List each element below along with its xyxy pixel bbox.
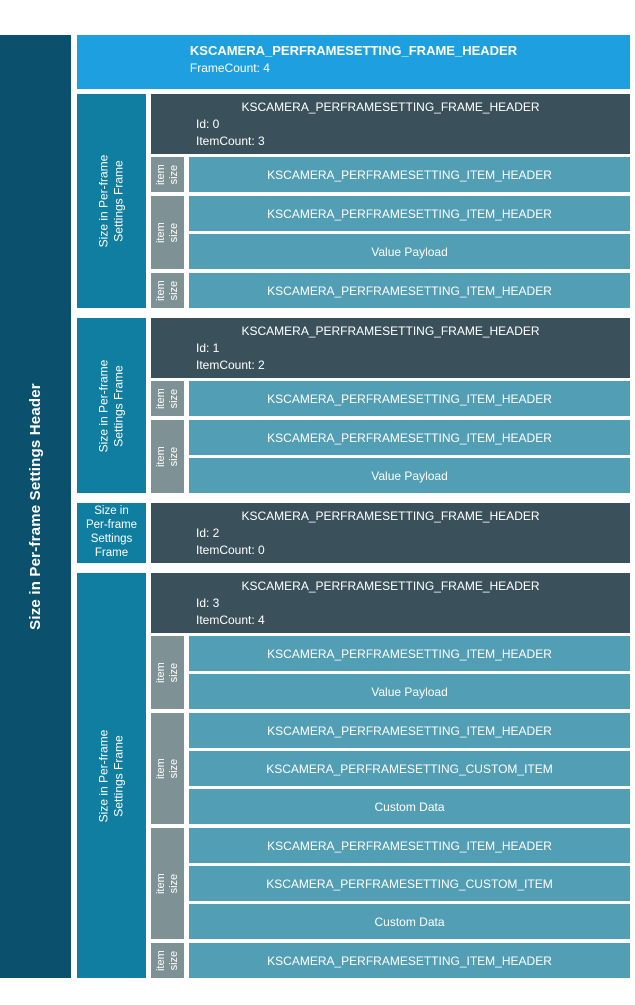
frame-content-1: KSCAMERA_PERFRAMESETTING_FRAME_HEADER Id:…: [151, 318, 630, 493]
perframesetting-header-title: KSCAMERA_PERFRAMESETTING_FRAME_HEADER: [189, 43, 518, 58]
item-size-label: item size: [154, 164, 180, 185]
item-row: KSCAMERA_PERFRAMESETTING_ITEM_HEADER: [189, 196, 630, 231]
item-size-cell: item size: [151, 381, 184, 416]
frame-size-label: Size in Per-frame Settings Frame: [96, 729, 126, 822]
frame-header-detail: ItemCount: 3: [196, 133, 265, 148]
settings-header-size-label: Size in Per-frame Settings Header: [27, 383, 44, 630]
item-size-cell: item size: [151, 636, 184, 709]
frame-header-detail: Id: 3: [196, 595, 220, 610]
item-size-label: item size: [154, 873, 180, 894]
item-row: KSCAMERA_PERFRAMESETTING_ITEM_HEADER: [189, 828, 630, 863]
item-group-0-2: item size KSCAMERA_PERFRAMESETTING_ITEM_H…: [151, 273, 630, 308]
item-group-3-1: item size KSCAMERA_PERFRAMESETTING_ITEM_H…: [151, 713, 630, 824]
item-row: KSCAMERA_PERFRAMESETTING_CUSTOM_ITEM: [189, 866, 630, 901]
item-row: KSCAMERA_PERFRAMESETTING_ITEM_HEADER: [189, 636, 630, 671]
item-group-3-2: item size KSCAMERA_PERFRAMESETTING_ITEM_H…: [151, 828, 630, 939]
frame-header-block-0: KSCAMERA_PERFRAMESETTING_FRAME_HEADER Id:…: [151, 94, 630, 154]
frame-header-detail: ItemCount: 2: [196, 357, 265, 372]
item-size-cell: item size: [151, 943, 184, 978]
item-rows: KSCAMERA_PERFRAMESETTING_ITEM_HEADER: [189, 381, 630, 416]
item-row: KSCAMERA_PERFRAMESETTING_ITEM_HEADER: [189, 713, 630, 748]
item-size-cell: item size: [151, 828, 184, 939]
item-row: Value Payload: [189, 234, 630, 269]
frame-size-bar-3: Size in Per-frame Settings Frame: [77, 573, 146, 978]
frame-header-block-3: KSCAMERA_PERFRAMESETTING_FRAME_HEADER Id:…: [151, 573, 630, 633]
settings-header-size-bar: Size in Per-frame Settings Header: [0, 35, 71, 978]
item-row: Value Payload: [189, 458, 630, 493]
perframesetting-header-block: KSCAMERA_PERFRAMESETTING_FRAME_HEADER Fr…: [77, 35, 630, 89]
item-size-label: item size: [154, 446, 180, 467]
item-size-cell: item size: [151, 196, 184, 269]
item-group-3-0: item size KSCAMERA_PERFRAMESETTING_ITEM_H…: [151, 636, 630, 709]
frame-size-bar-0: Size in Per-frame Settings Frame: [77, 94, 146, 308]
item-row: KSCAMERA_PERFRAMESETTING_ITEM_HEADER: [189, 943, 630, 978]
diagram-main: KSCAMERA_PERFRAMESETTING_FRAME_HEADER Fr…: [77, 35, 630, 978]
item-row: KSCAMERA_PERFRAMESETTING_ITEM_HEADER: [189, 420, 630, 455]
item-size-label: item size: [154, 950, 180, 971]
item-group-3-3: item size KSCAMERA_PERFRAMESETTING_ITEM_H…: [151, 943, 630, 978]
frame-header-title: KSCAMERA_PERFRAMESETTING_FRAME_HEADER: [241, 100, 540, 114]
frame-size-label: Size in Per-frame Settings Frame: [96, 359, 126, 452]
frame-header-detail: ItemCount: 0: [196, 542, 265, 557]
item-size-label: item size: [154, 388, 180, 409]
item-row: KSCAMERA_PERFRAMESETTING_ITEM_HEADER: [189, 157, 630, 192]
item-size-label: item size: [154, 222, 180, 243]
item-row: KSCAMERA_PERFRAMESETTING_ITEM_HEADER: [189, 273, 630, 308]
item-size-label: item size: [154, 662, 180, 683]
frame-content-0: KSCAMERA_PERFRAMESETTING_FRAME_HEADER Id:…: [151, 94, 630, 308]
item-rows: KSCAMERA_PERFRAMESETTING_ITEM_HEADER: [189, 943, 630, 978]
item-group-0-0: item size KSCAMERA_PERFRAMESETTING_ITEM_H…: [151, 157, 630, 192]
item-group-1-1: item size KSCAMERA_PERFRAMESETTING_ITEM_H…: [151, 420, 630, 493]
frame-header-title: KSCAMERA_PERFRAMESETTING_FRAME_HEADER: [241, 509, 540, 523]
item-row: KSCAMERA_PERFRAMESETTING_CUSTOM_ITEM: [189, 751, 630, 786]
frame-header-detail: Id: 0: [196, 116, 220, 131]
frame-header-block-1: KSCAMERA_PERFRAMESETTING_FRAME_HEADER Id:…: [151, 318, 630, 378]
frame-header-detail: Id: 2: [196, 525, 220, 540]
frame-size-label: Size in Per-frame Settings Frame: [96, 154, 126, 248]
item-row: KSCAMERA_PERFRAMESETTING_ITEM_HEADER: [189, 381, 630, 416]
item-row: Custom Data: [189, 904, 630, 939]
perframesetting-header-framecount: FrameCount: 4: [189, 60, 270, 75]
item-group-1-0: item size KSCAMERA_PERFRAMESETTING_ITEM_H…: [151, 381, 630, 416]
frame-header-detail: ItemCount: 4: [196, 612, 265, 627]
frame-header-title: KSCAMERA_PERFRAMESETTING_FRAME_HEADER: [241, 579, 540, 593]
item-size-label: item size: [154, 758, 180, 779]
frame-header-detail: Id: 1: [196, 340, 220, 355]
diagram-layout: Size in Per-frame Settings Header KSCAME…: [0, 35, 630, 978]
frame-header-block-2: KSCAMERA_PERFRAMESETTING_FRAME_HEADER Id:…: [151, 503, 630, 563]
item-size-cell: item size: [151, 713, 184, 824]
frame-size-bar-1: Size in Per-frame Settings Frame: [77, 318, 146, 493]
item-group-0-1: item size KSCAMERA_PERFRAMESETTING_ITEM_H…: [151, 196, 630, 269]
frame-size-bar-2: Size in Per-frame Settings Frame: [77, 503, 146, 563]
item-size-label: item size: [154, 280, 180, 301]
perframesetting-header-text: KSCAMERA_PERFRAMESETTING_FRAME_HEADER Fr…: [190, 42, 517, 76]
item-size-cell: item size: [151, 157, 184, 192]
item-row: Value Payload: [189, 674, 630, 709]
item-row: Custom Data: [189, 789, 630, 824]
item-size-cell: item size: [151, 273, 184, 308]
frame-size-label: Size in Per-frame Settings Frame: [85, 505, 138, 559]
frame-header-title: KSCAMERA_PERFRAMESETTING_FRAME_HEADER: [241, 324, 540, 338]
item-rows: KSCAMERA_PERFRAMESETTING_ITEM_HEADER: [189, 273, 630, 308]
frame-content-2: KSCAMERA_PERFRAMESETTING_FRAME_HEADER Id:…: [151, 503, 630, 563]
item-rows: KSCAMERA_PERFRAMESETTING_ITEM_HEADER: [189, 157, 630, 192]
item-size-cell: item size: [151, 420, 184, 493]
frame-content-3: KSCAMERA_PERFRAMESETTING_FRAME_HEADER Id:…: [151, 573, 630, 978]
